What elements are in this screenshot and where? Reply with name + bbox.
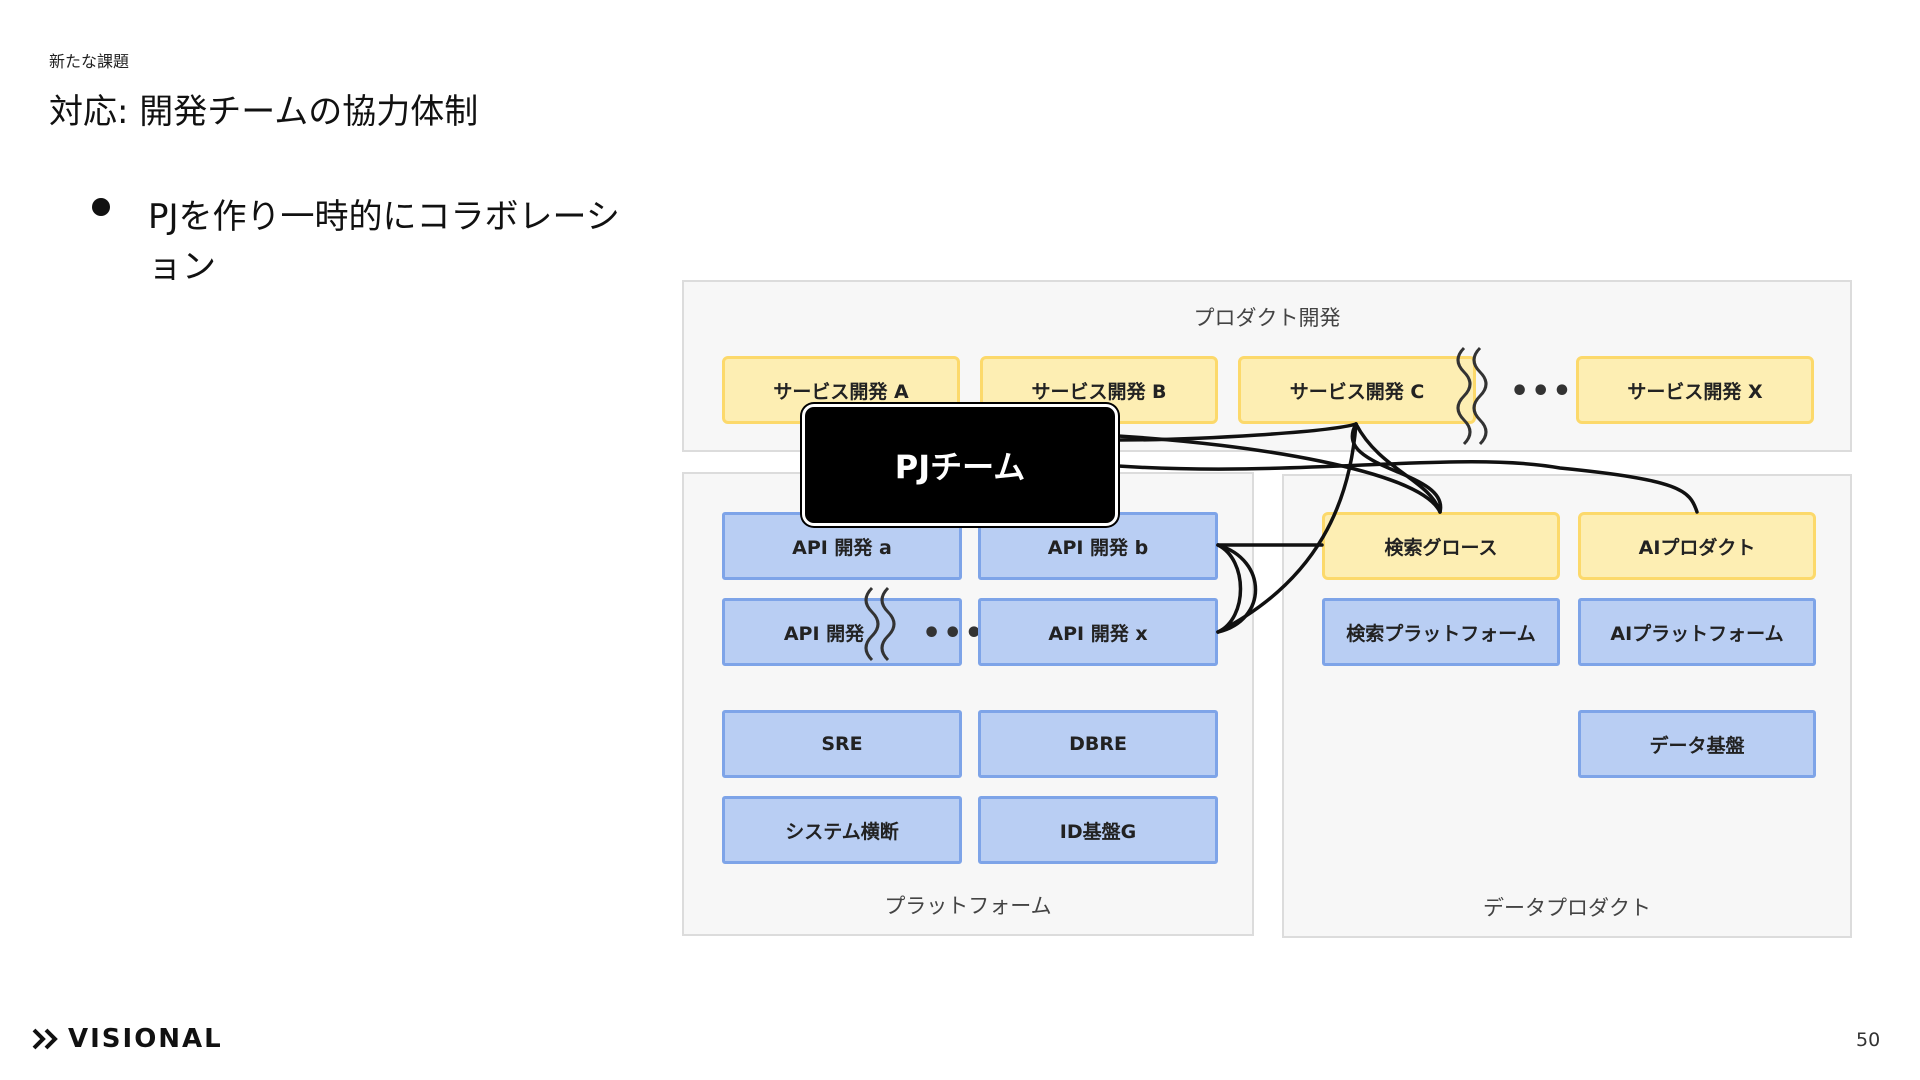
region-label-platform: プラットフォーム [884,894,1052,918]
growth-box-ai: AIプロダクト [1578,512,1816,580]
service-ellipsis: ••• [1510,374,1574,409]
growth-box-search: 検索グロース [1322,512,1560,580]
pj-team-box: PJチーム [802,404,1118,526]
double-chevron-icon [32,1028,58,1050]
link-pj-search-growth [1116,434,1442,514]
platform-box-search: 検索プラットフォーム [1322,598,1560,666]
wavy-break-icon [1456,346,1472,446]
wavy-break-icon [864,586,880,662]
link-api-b-x-inner [1216,543,1243,634]
api-box-other: API 開発 [722,598,962,666]
visional-logo: VISIONAL [32,1024,223,1054]
wavy-break-icon [1472,346,1488,446]
wavy-break-icon [880,586,896,662]
data-foundation-box: データ基盤 [1578,710,1816,778]
slide-subtitle: 新たな課題 [49,52,130,71]
service-box-c: サービス開発 C [1238,356,1476,424]
service-box-x: サービス開発 X [1576,356,1814,424]
infra-box-dbre: DBRE [978,710,1218,778]
platform-box-ai: AIプラットフォーム [1578,598,1816,666]
page-number: 50 [1856,1029,1881,1051]
link-api-b-x-outer [1216,543,1258,634]
link-service-c-search-b [1350,422,1443,514]
infra-box-id: ID基盤G [978,796,1218,864]
break-marker-services [1456,346,1488,446]
api-ellipsis: ••• [922,616,986,651]
region-label-product-dev: プロダクト開発 [1193,306,1341,330]
break-marker-api [864,586,896,662]
region-label-data-product: データプロダクト [1483,896,1651,920]
api-box-x: API 開発 x [978,598,1218,666]
link-service-c-api [1216,422,1358,634]
bullet-dot-icon [92,198,110,216]
link-pj-ai-product [1116,460,1699,514]
infra-box-sre: SRE [722,710,962,778]
slide-title: 対応: 開発チームの協力体制 [49,92,479,132]
logo-text: VISIONAL [68,1024,223,1054]
infra-box-cross-system: システム横断 [722,796,962,864]
bullet-text: PJを作り一時的にコラボレーション [148,197,620,287]
